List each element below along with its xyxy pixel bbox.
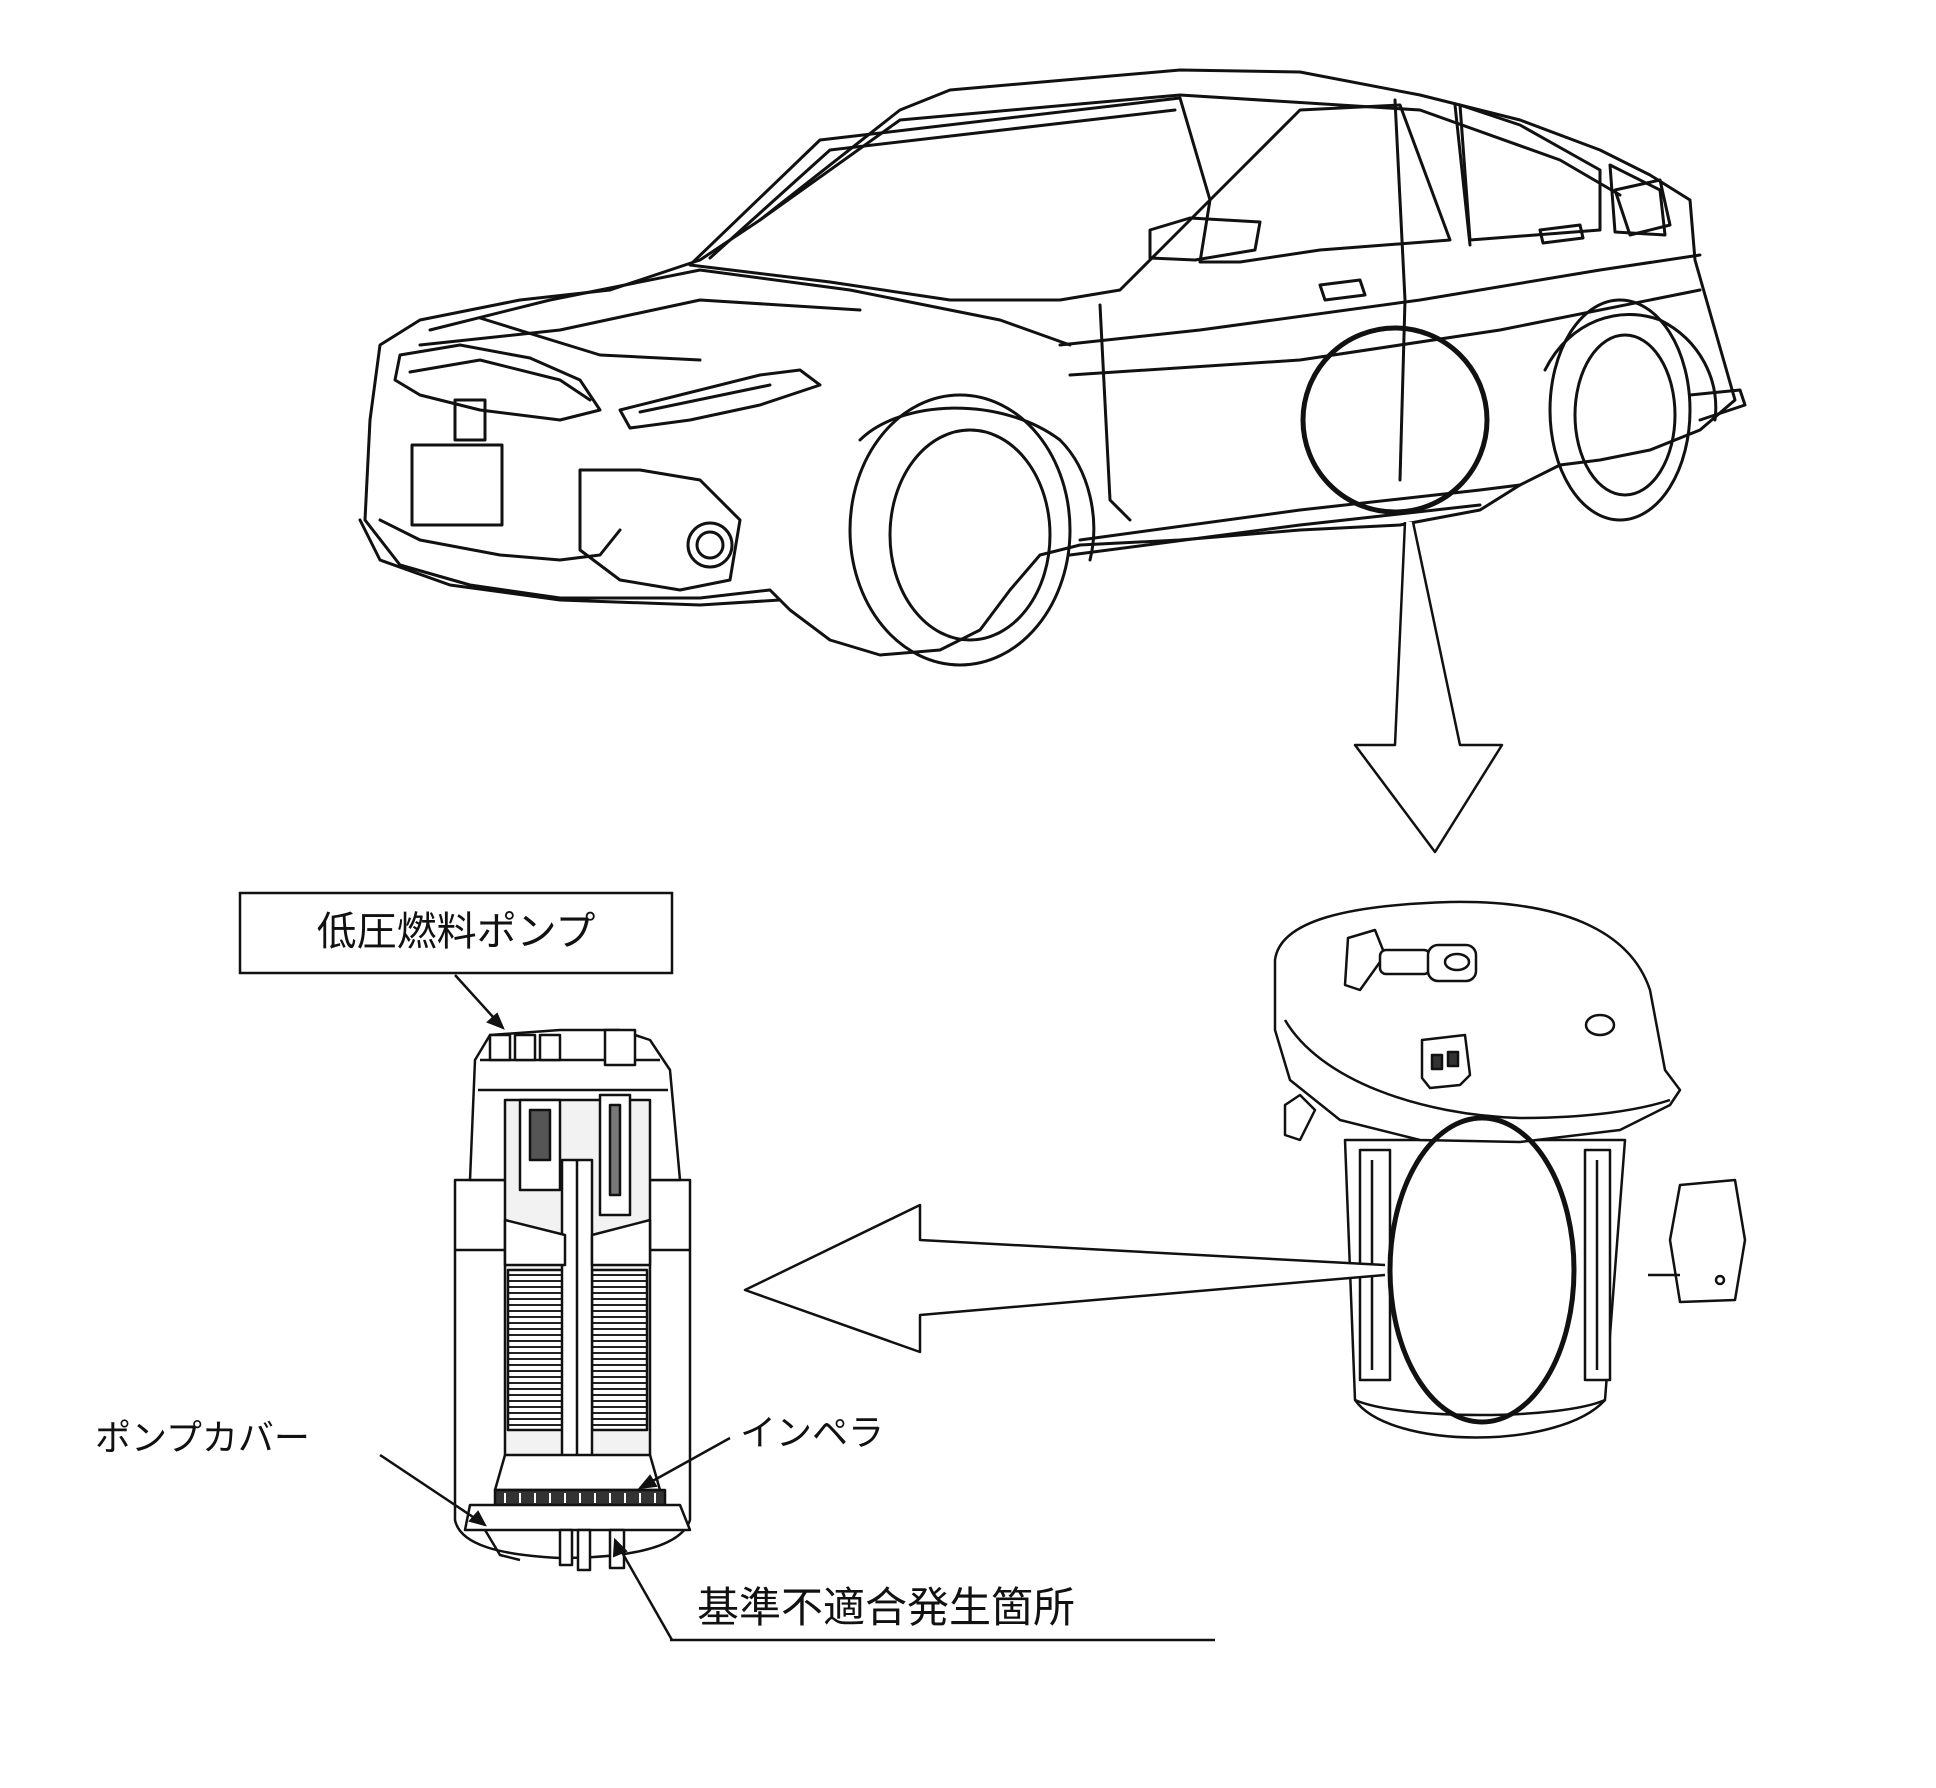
left-arrow	[743, 1203, 1386, 1354]
pump-cover-label: ポンプカバー	[95, 1418, 310, 1459]
impeller-label: インペラ	[740, 1413, 884, 1454]
pump-cover-leader	[379, 1453, 486, 1527]
low-pressure-pump-label: 低圧燃料ポンプ	[317, 909, 596, 955]
car-illustration	[358, 68, 1747, 667]
nonconformity-leader	[613, 1539, 674, 1641]
low-pressure-pump-cutaway	[453, 1028, 692, 1572]
car-location-circle	[1300, 325, 1490, 515]
fuel-pump-module	[1273, 900, 1747, 1439]
impeller-leader	[639, 1436, 731, 1490]
low-pressure-pump-label-box	[238, 891, 674, 975]
module-pump-ellipse	[1387, 1115, 1577, 1425]
nonconformity-location-label: 基準不適合発生箇所	[697, 1583, 1075, 1632]
down-arrow	[1353, 521, 1504, 854]
